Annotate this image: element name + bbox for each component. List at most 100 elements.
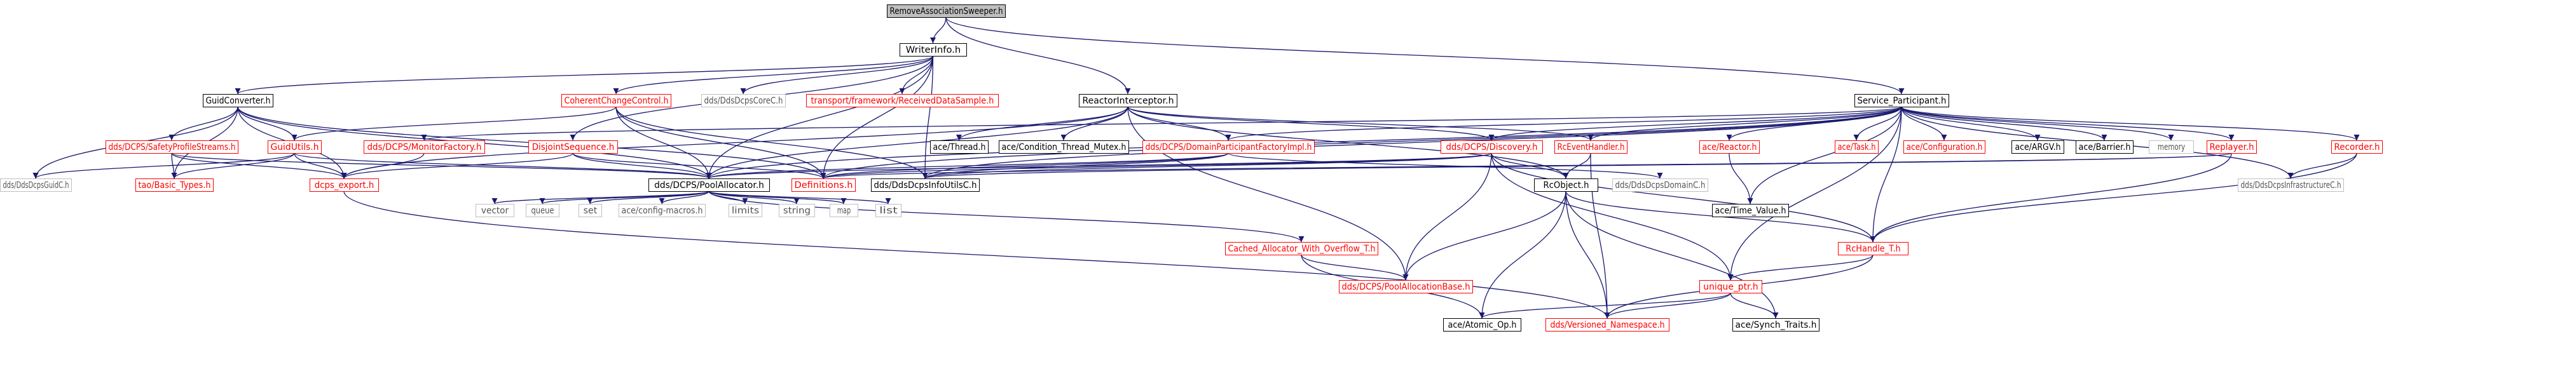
node-dcps-export-h[interactable]: dcps_export.h <box>310 178 379 192</box>
node-label: CoherentChangeControl.h <box>565 96 669 106</box>
node-box <box>1443 318 1521 332</box>
node-dds-dcps-poolallocationbase-h[interactable]: dds/DCPS/PoolAllocationBase.h <box>1339 280 1473 293</box>
node-transport-framework-receiveddatasample-h[interactable]: transport/framework/ReceivedDataSample.h <box>806 94 999 107</box>
node-ace-atomic-op-h[interactable]: ace/Atomic_Op.h <box>1443 318 1521 332</box>
node-box <box>135 178 214 192</box>
node-label: Replayer.h <box>2210 142 2254 152</box>
dependency-edge <box>294 152 712 179</box>
node-dds-dcps-domainparticipantfactoryimpl-h[interactable]: dds/DCPS/DomainParticipantFactoryImpl.h <box>1142 140 1315 154</box>
node-box <box>791 178 856 192</box>
dependency-edge <box>1870 106 1902 243</box>
node-dds-ddsdcpsguidc-h: dds/DdsDcpsGuidC.h <box>0 178 72 192</box>
node-label: dds/Versioned_Namespace.h <box>1551 320 1665 330</box>
node-unique-ptr-h[interactable]: unique_ptr.h <box>1699 280 1762 293</box>
node-dds-dcps-safetyprofilestreams-h[interactable]: dds/DCPS/SafetyProfileStreams.h <box>106 140 238 154</box>
node-box <box>268 140 322 154</box>
node-replayer-h[interactable]: Replayer.h <box>2207 140 2257 154</box>
node-box <box>310 178 379 192</box>
dependency-edge <box>587 191 709 205</box>
node-writerinfo-h[interactable]: WriterInfo.h <box>900 43 967 57</box>
node-box <box>1079 94 1177 107</box>
node-ace-barrier-h[interactable]: ace/Barrier.h <box>2076 140 2134 154</box>
node-removeassociationsweeper-h[interactable]: RemoveAssociationSweeper.h <box>887 4 1006 18</box>
node-label: ace/Atomic_Op.h <box>1448 320 1517 330</box>
dependency-edge <box>820 106 1902 179</box>
dependency-edge <box>1901 106 2235 141</box>
node-vector: vector <box>476 204 514 217</box>
node-rcobject-h[interactable]: RcObject.h <box>1534 178 1598 192</box>
node-label: Recorder.h <box>2334 142 2380 152</box>
node-dds-ddsdcpsinfoutilsc-h[interactable]: dds/DdsDcpsInfoUtilsC.h <box>871 178 980 192</box>
dependency-edge <box>32 152 295 179</box>
node-label: ace/Condition_Thread_Mutex.h <box>1002 142 1127 152</box>
node-recorder-h[interactable]: Recorder.h <box>2331 140 2383 154</box>
node-ace-synch-traits-h[interactable]: ace/Synch_Traits.h <box>1732 318 1819 332</box>
dependency-edge <box>572 152 826 179</box>
dependency-edge <box>1301 254 1409 281</box>
node-service-participant-h[interactable]: Service_Participant.h <box>1854 94 1949 107</box>
node-label: GuidUtils.h <box>271 142 319 152</box>
node-label: dds/DdsDcpsInfrastructureC.h <box>2241 180 2341 191</box>
node-box <box>106 140 238 154</box>
dependency-edge <box>1402 191 1566 281</box>
dependency-edge <box>1225 106 1902 141</box>
node-box <box>579 204 602 217</box>
node-rceventhandler-h[interactable]: RcEventHandler.h <box>1554 140 1627 154</box>
node-dds-dcps-monitorfactory-h[interactable]: dds/DCPS/MonitorFactory.h <box>364 140 485 154</box>
node-reactorinterceptor-h[interactable]: ReactorInterceptor.h <box>1079 94 1177 107</box>
node-label: dds/DCPS/MonitorFactory.h <box>367 142 482 152</box>
node-guidconverter-h[interactable]: GuidConverter.h <box>203 94 273 107</box>
node-guidutils-h[interactable]: GuidUtils.h <box>268 140 322 154</box>
node-disjointsequence-h[interactable]: DisjointSequence.h <box>528 140 618 154</box>
node-dds-dcps-discovery-h[interactable]: dds/DCPS/Discovery.h <box>1441 140 1543 154</box>
node-rchandle-t-h[interactable]: RcHandle_T.h <box>1838 242 1908 255</box>
node-label: unique_ptr.h <box>1703 282 1758 292</box>
dependency-edge <box>294 152 347 179</box>
dependency-edge <box>1127 106 1569 179</box>
dependency-edge <box>922 106 1902 179</box>
node-ace-reactor-h[interactable]: ace/Reactor.h <box>1699 140 1760 154</box>
node-dds-dcps-poolallocator-h[interactable]: dds/DCPS/PoolAllocator.h <box>648 178 770 192</box>
dependency-edge <box>1901 106 2360 141</box>
node-box <box>2076 140 2134 154</box>
node-ace-thread-h[interactable]: ace/Thread.h <box>930 140 989 154</box>
node-box <box>1142 140 1315 154</box>
dependency-edge <box>929 17 947 44</box>
dependency-edge <box>1727 106 1902 281</box>
node-ace-task-h[interactable]: ace/Task.h <box>1835 140 1879 154</box>
node-label: string <box>783 206 811 216</box>
node-box <box>476 204 514 217</box>
dependency-edge <box>1060 106 1128 141</box>
node-definitions-h[interactable]: Definitions.h <box>791 178 856 192</box>
node-box <box>526 204 559 217</box>
dependency-edge <box>171 152 295 179</box>
node-label: tao/Basic_Types.h <box>139 180 211 191</box>
dependency-edge <box>2287 152 2357 179</box>
node-tao-basic-types-h[interactable]: tao/Basic_Types.h <box>135 178 214 192</box>
node-ace-condition-thread-mutex-h[interactable]: ace/Condition_Thread_Mutex.h <box>999 140 1129 154</box>
node-ace-argv-h[interactable]: ace/ARGV.h <box>2011 140 2064 154</box>
node-coherentchangecontrol-h[interactable]: CoherentChangeControl.h <box>561 94 671 107</box>
node-box <box>1699 280 1762 293</box>
dependency-edge <box>615 106 928 179</box>
node-box <box>0 178 72 192</box>
node-label: dds/DCPS/SafetyProfileStreams.h <box>109 142 236 152</box>
dependency-edge <box>1488 106 1902 141</box>
node-cached-allocator-with-overflow-t-h[interactable]: Cached_Allocator_With_Overflow_T.h <box>1225 242 1378 255</box>
dependency-edge <box>1747 106 1902 205</box>
node-box <box>1339 280 1473 293</box>
dependency-edge <box>171 152 347 179</box>
dependency-edge <box>1730 292 1779 319</box>
node-label: ace/Configuration.h <box>1907 142 1983 152</box>
node-label: vector <box>481 206 509 216</box>
node-label: GuidConverter.h <box>206 96 271 106</box>
node-label: RcHandle_T.h <box>1846 244 1900 254</box>
node-box <box>2149 140 2194 154</box>
node-ace-configuration-h[interactable]: ace/Configuration.h <box>1903 140 1985 154</box>
dependency-edge <box>1491 152 1876 243</box>
node-ace-time-value-h[interactable]: ace/Time_Value.h <box>1712 204 1789 217</box>
node-dds-versioned-namespace-h[interactable]: dds/Versioned_Namespace.h <box>1545 318 1669 332</box>
node-label: dds/DCPS/PoolAllocator.h <box>654 180 764 191</box>
dependency-edge <box>1127 106 1409 281</box>
node-limits: limits <box>729 204 762 217</box>
